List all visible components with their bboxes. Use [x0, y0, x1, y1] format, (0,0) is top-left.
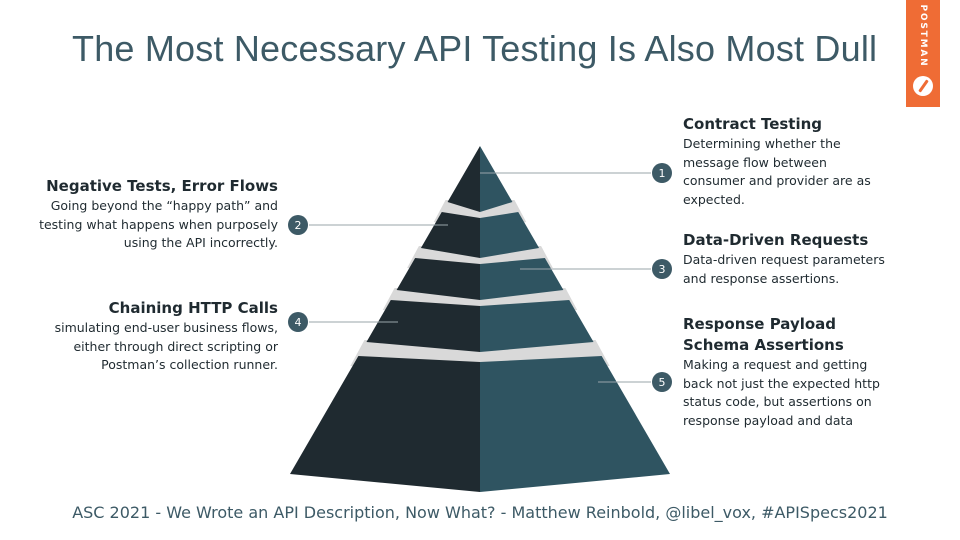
- tier-1-left-face: [447, 146, 480, 212]
- tier-1-right-face: [480, 146, 513, 212]
- level-4-desc-line: simulating end-user business flows,: [54, 320, 278, 335]
- level-5-desc-line: status code, but assertions on: [683, 394, 872, 409]
- level-2-marker: [288, 215, 308, 235]
- postman-brand-tab: POSTMAN: [906, 0, 940, 107]
- level-2-number: 2: [295, 219, 302, 232]
- level-5-heading: Response Payload: [683, 315, 837, 333]
- level-4-number: 4: [295, 316, 302, 329]
- tier-5-left-face: [290, 356, 480, 492]
- level-1-desc-line: Determining whether the: [683, 136, 841, 151]
- level-3-label: Data-Driven Requests Data-driven request…: [683, 230, 923, 288]
- level-1-desc-line: expected.: [683, 191, 745, 207]
- level-2-desc-line: testing what happens when purposely: [39, 216, 278, 232]
- tier-2-right-face: [480, 212, 540, 258]
- level-3-desc-line: Data-driven request parameters: [683, 252, 885, 267]
- level-1-label: Contract Testing Determining whether the…: [683, 114, 923, 209]
- level-5-marker: [652, 372, 672, 392]
- level-5-heading: Schema Assertions: [683, 336, 844, 354]
- level-1-desc-line: consumer and provider are as: [683, 173, 871, 188]
- level-4-label: Chaining HTTP Calls simulating end-user …: [18, 298, 278, 375]
- tier-4-right-face: [480, 300, 594, 352]
- level-3-number: 3: [659, 263, 666, 276]
- level-1-marker: [652, 163, 672, 183]
- level-5-label: Response Payload Schema Assertions Makin…: [683, 314, 923, 430]
- level-4-heading: Chaining HTTP Calls: [108, 299, 278, 317]
- level-3-marker: [652, 259, 672, 279]
- level-4-marker: [288, 312, 308, 332]
- level-3-heading: Data-Driven Requests: [683, 231, 869, 249]
- level-4-desc-line: Postman’s collection runner.: [101, 357, 278, 372]
- level-1-number: 1: [659, 167, 666, 180]
- level-5-number: 5: [659, 376, 666, 389]
- level-2-heading: Negative Tests, Error Flows: [46, 177, 278, 195]
- slide-title: The Most Necessary API Testing Is Also M…: [72, 28, 878, 69]
- level-2-desc-line: using the API incorrectly.: [123, 235, 278, 250]
- level-2-desc-line: Going beyond the “happy path” and: [50, 198, 278, 213]
- level-4-desc-line: either through direct scripting or: [73, 338, 278, 354]
- postman-logo-icon: [913, 76, 933, 96]
- tier-5-right-face: [480, 356, 670, 492]
- level-5-desc-line: back not just the expected http: [683, 375, 880, 391]
- tier-3-left-face: [396, 258, 480, 300]
- level-1-heading: Contract Testing: [683, 115, 823, 133]
- level-5-desc-line: Making a request and getting: [683, 357, 868, 372]
- level-2-label: Negative Tests, Error Flows Going beyond…: [18, 176, 278, 253]
- level-3-desc-line: and response assertions.: [683, 270, 840, 286]
- slide-footer: ASC 2021 - We Wrote an API Description, …: [72, 503, 888, 522]
- tier-2-left-face: [420, 212, 480, 258]
- level-5-desc-line: response payload and data: [683, 412, 854, 428]
- level-1-desc-line: message flow between: [683, 154, 827, 170]
- tier-4-left-face: [366, 300, 480, 352]
